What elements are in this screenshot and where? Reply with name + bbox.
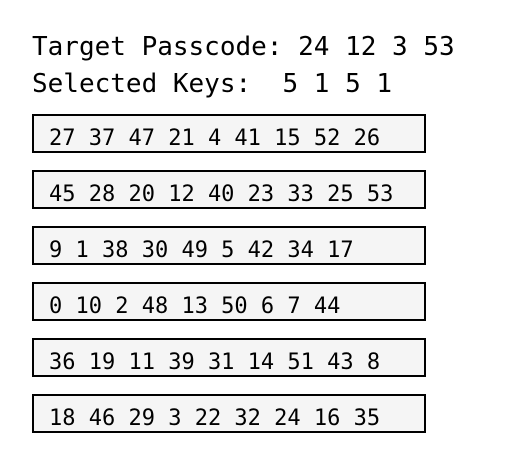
key-row-1[interactable]: 27 37 47 21 4 41 15 52 26 <box>32 114 426 153</box>
selected-keys-line: Selected Keys: 5 1 5 1 <box>32 69 392 99</box>
key-row-6-numbers: 18 46 29 3 22 32 24 16 35 <box>49 406 381 431</box>
key-row-5[interactable]: 36 19 11 39 31 14 51 43 8 <box>32 338 426 377</box>
key-row-5-numbers: 36 19 11 39 31 14 51 43 8 <box>49 350 381 375</box>
target-passcode-label: Target Passcode: <box>32 32 283 62</box>
key-row-4-numbers: 0 10 2 48 13 50 6 7 44 <box>49 294 341 319</box>
key-row-2[interactable]: 45 28 20 12 40 23 33 25 53 <box>32 170 426 209</box>
key-row-2-numbers: 45 28 20 12 40 23 33 25 53 <box>49 182 394 207</box>
target-passcode-value: 24 12 3 53 <box>298 32 455 62</box>
key-row-4[interactable]: 0 10 2 48 13 50 6 7 44 <box>32 282 426 321</box>
key-row-1-numbers: 27 37 47 21 4 41 15 52 26 <box>49 126 381 151</box>
selected-keys-label: Selected Keys: <box>32 69 252 99</box>
selected-keys-value: 5 1 5 1 <box>282 69 393 99</box>
target-passcode-line: Target Passcode: 24 12 3 53 <box>32 32 455 62</box>
key-row-3[interactable]: 9 1 38 30 49 5 42 34 17 <box>32 226 426 265</box>
key-row-3-numbers: 9 1 38 30 49 5 42 34 17 <box>49 238 354 263</box>
key-row-6[interactable]: 18 46 29 3 22 32 24 16 35 <box>32 394 426 433</box>
